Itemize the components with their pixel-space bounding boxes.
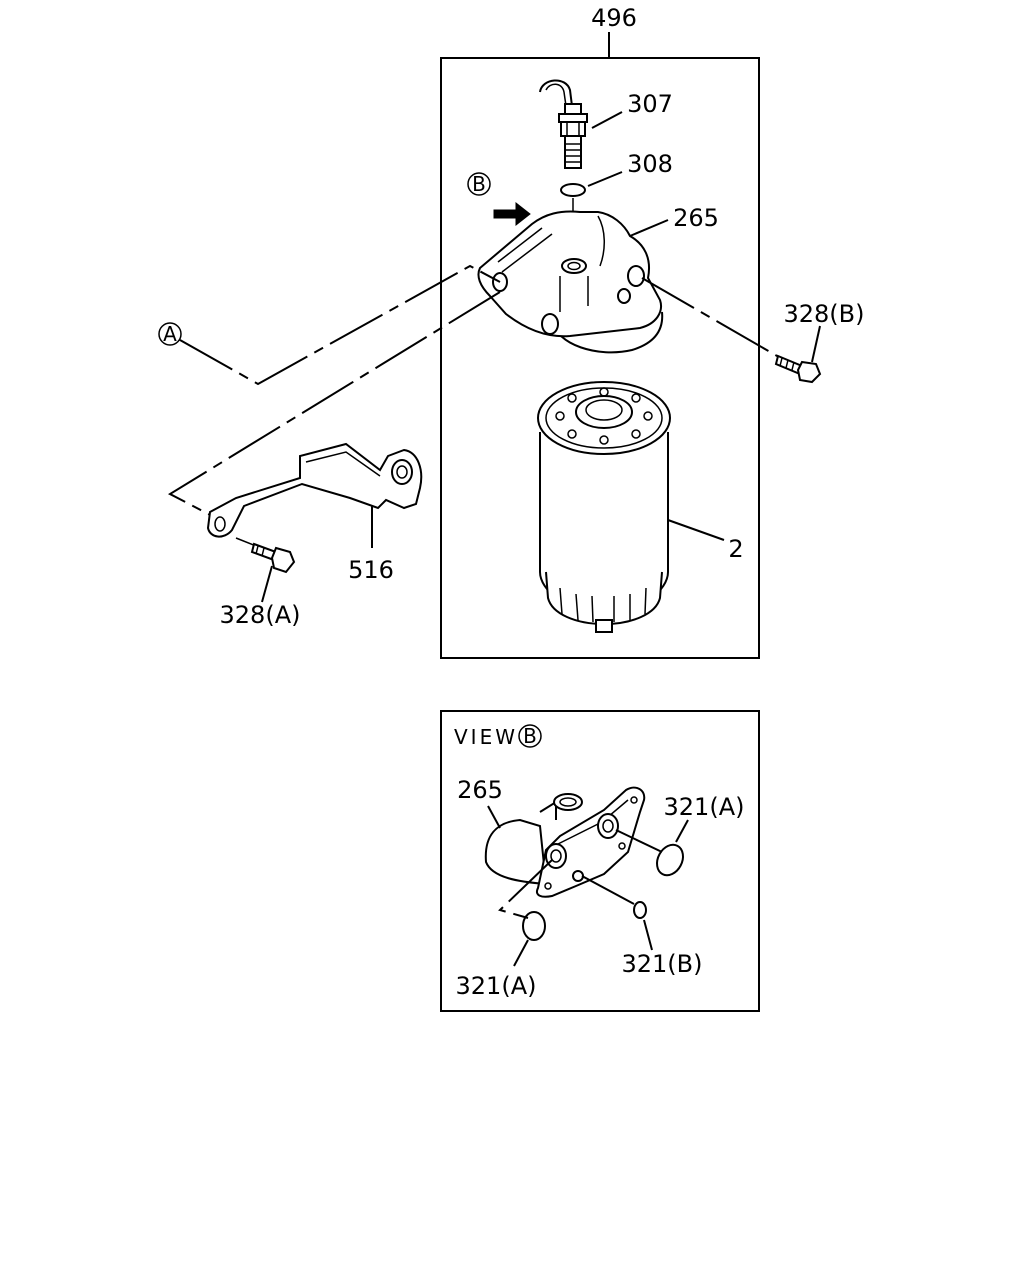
filter-head-265-rear-view [484,786,646,898]
leader-265 [629,219,669,237]
leader-marker-a [179,264,501,386]
filter-head-265 [477,210,664,354]
part-label-265: 265 [673,204,719,232]
bracket-516 [206,442,423,538]
part-label-328a: 328(A) [220,601,301,629]
o-ring-321b [633,901,647,919]
part-label-516: 516 [348,556,394,584]
bolt-328b [774,354,822,384]
o-ring-b-axis-line [581,875,635,905]
leader-2 [667,519,725,541]
bolt-328a [250,542,296,574]
leader-307 [591,111,623,129]
part-label-307: 307 [627,90,673,118]
assembly-number-label: 496 [591,4,637,32]
leader-328b [811,325,821,363]
part-label-328b: 328(B) [784,300,865,328]
o-ring-a-bottom-axis-line [498,859,553,919]
assembly-box: 496 [440,4,760,659]
view-b-marker: B [467,172,491,196]
filter-cartridge-2 [537,381,671,633]
o-ring-308 [560,183,586,197]
view-part-label-265: 265 [457,776,503,804]
part-label-308: 308 [627,150,673,178]
leader-308 [587,171,623,187]
view-b-title: VIEW [454,725,518,749]
view-b-box: VIEW B [440,710,760,1012]
view-direction-arrow [493,201,531,227]
view-part-label-321a-bottom: 321(A) [456,972,537,1000]
o-ring-321a-top [656,843,684,877]
view-b-title-marker: B [523,724,537,748]
svg-text:A: A [163,322,177,346]
view-leader-321b [643,919,653,951]
svg-text:B: B [472,172,486,196]
bolt-b-axis-line [641,277,785,361]
view-leader-321a-top [675,819,689,843]
view-leader-265 [487,805,501,829]
o-ring-321a-bottom [522,911,546,941]
view-part-label-321a-top: 321(A) [664,793,745,821]
part-label-2: 2 [728,535,743,563]
view-b-title-marker-circle [518,724,542,748]
marker-a: A [158,322,182,346]
view-leader-321a-bottom [513,939,529,967]
sensor-switch-307 [539,79,588,169]
view-part-label-321b: 321(B) [622,950,703,978]
bracket-mount-line [167,291,501,519]
o-ring-a-top-axis-line [615,829,663,853]
bolt-a-axis-line [235,537,257,547]
leader-328a [261,565,273,603]
